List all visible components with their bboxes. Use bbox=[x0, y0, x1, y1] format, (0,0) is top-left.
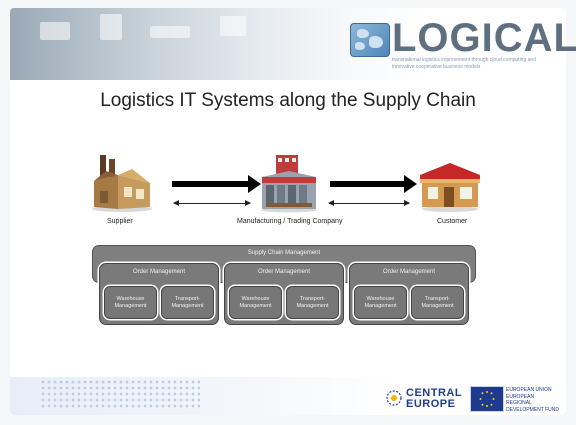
manufacturing-building-icon bbox=[261, 155, 317, 213]
bidirectional-arrow-1 bbox=[173, 200, 251, 206]
factory-icon bbox=[92, 155, 152, 212]
eu-line2: EUROPEAN REGIONAL bbox=[506, 393, 535, 407]
eu-line3: DEVELOPMENT FUND bbox=[506, 406, 559, 413]
map-icon bbox=[350, 23, 390, 57]
logo-tagline: transnational logistics improvement thro… bbox=[392, 57, 536, 70]
order-management-box-3: Order Management Warehouse Management Tr… bbox=[349, 263, 469, 325]
ce-text-line1: CENTRAL bbox=[406, 387, 463, 399]
eu-flag-icon bbox=[470, 386, 504, 412]
scm-label: Supply Chain Management bbox=[247, 250, 321, 256]
eu-logo: EUROPEAN UNION EUROPEAN REGIONAL DEVELOP… bbox=[470, 386, 560, 413]
slide-title: Logistics IT Systems along the Supply Ch… bbox=[100, 90, 476, 111]
transport-management-box: Transport-Management bbox=[411, 286, 464, 319]
warehouse-management-box: Warehouse Management bbox=[104, 286, 157, 319]
order-management-label: Order Management bbox=[132, 269, 186, 275]
logo-wordmark: LOGICAL bbox=[392, 16, 576, 60]
star-ring-icon bbox=[386, 390, 402, 406]
logical-logo: LOGICAL transnational logistics improvem… bbox=[340, 17, 576, 77]
company-label: Manufacturing / Trading Company bbox=[237, 218, 343, 225]
order-management-label: Order Management bbox=[382, 269, 436, 275]
warehouse-management-box: Warehouse Management bbox=[354, 286, 407, 319]
supplier-label: Supplier bbox=[107, 218, 133, 225]
slide-canvas bbox=[10, 8, 566, 415]
ce-text-line2: EUROPE bbox=[406, 398, 456, 410]
order-management-box-1: Order Management Warehouse Management Tr… bbox=[99, 263, 219, 325]
transport-management-box: Transport-Management bbox=[161, 286, 214, 319]
central-europe-logo: CENTRAL EUROPE bbox=[384, 386, 464, 414]
dot-pattern bbox=[40, 379, 200, 409]
store-icon bbox=[420, 163, 480, 212]
eu-text: EUROPEAN UNION EUROPEAN REGIONAL DEVELOP… bbox=[506, 387, 560, 413]
customer-label: Customer bbox=[437, 218, 468, 225]
transport-management-box: Transport-Management bbox=[286, 286, 339, 319]
order-management-box-2: Order Management Warehouse Management Tr… bbox=[224, 263, 344, 325]
flow-arrow-1 bbox=[172, 175, 261, 193]
warehouse-management-box: Warehouse Management bbox=[229, 286, 282, 319]
order-management-label: Order Management bbox=[257, 269, 311, 275]
flow-arrow-2 bbox=[330, 175, 417, 193]
eu-line1: EUROPEAN UNION bbox=[506, 387, 552, 393]
header-band bbox=[10, 8, 566, 80]
bidirectional-arrow-2 bbox=[328, 200, 410, 206]
